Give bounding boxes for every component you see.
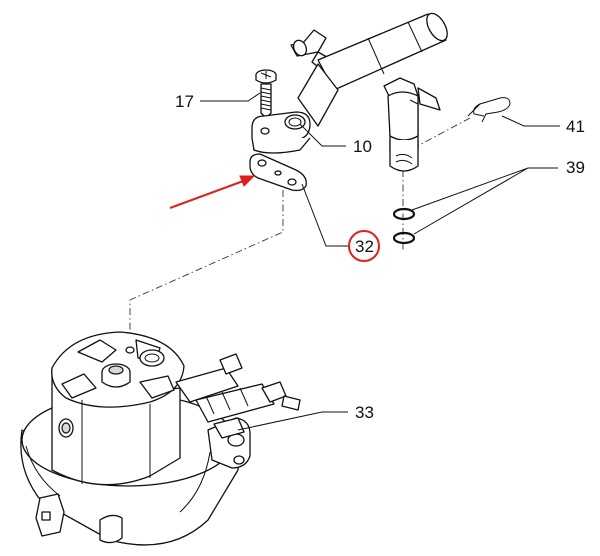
gasket-part-32: [249, 153, 307, 192]
pipe-part-10: [251, 12, 448, 172]
leader-33: [237, 411, 348, 431]
clip-part-41: [467, 97, 511, 123]
base-unit-part-33: [20, 331, 301, 546]
leader-17: [200, 92, 261, 102]
callout-33: 33: [355, 403, 374, 422]
callout-39: 39: [566, 158, 585, 177]
leader-32: [301, 183, 348, 247]
callout-41: 41: [566, 117, 585, 136]
leader-41: [501, 115, 560, 127]
axis-plate: [129, 190, 284, 350]
highlight-circle: [348, 230, 380, 262]
callout-10: 10: [353, 137, 372, 156]
callout-17: 17: [175, 92, 194, 111]
axis-clip: [409, 117, 471, 151]
highlight-arrow: [169, 175, 256, 209]
leader-39: [411, 167, 558, 235]
callout-32: 32: [355, 237, 374, 256]
o-ring-lower: [392, 231, 416, 245]
leader-10: [299, 123, 346, 147]
o-ring-upper: [392, 207, 416, 221]
screw-part-17: [255, 69, 277, 119]
